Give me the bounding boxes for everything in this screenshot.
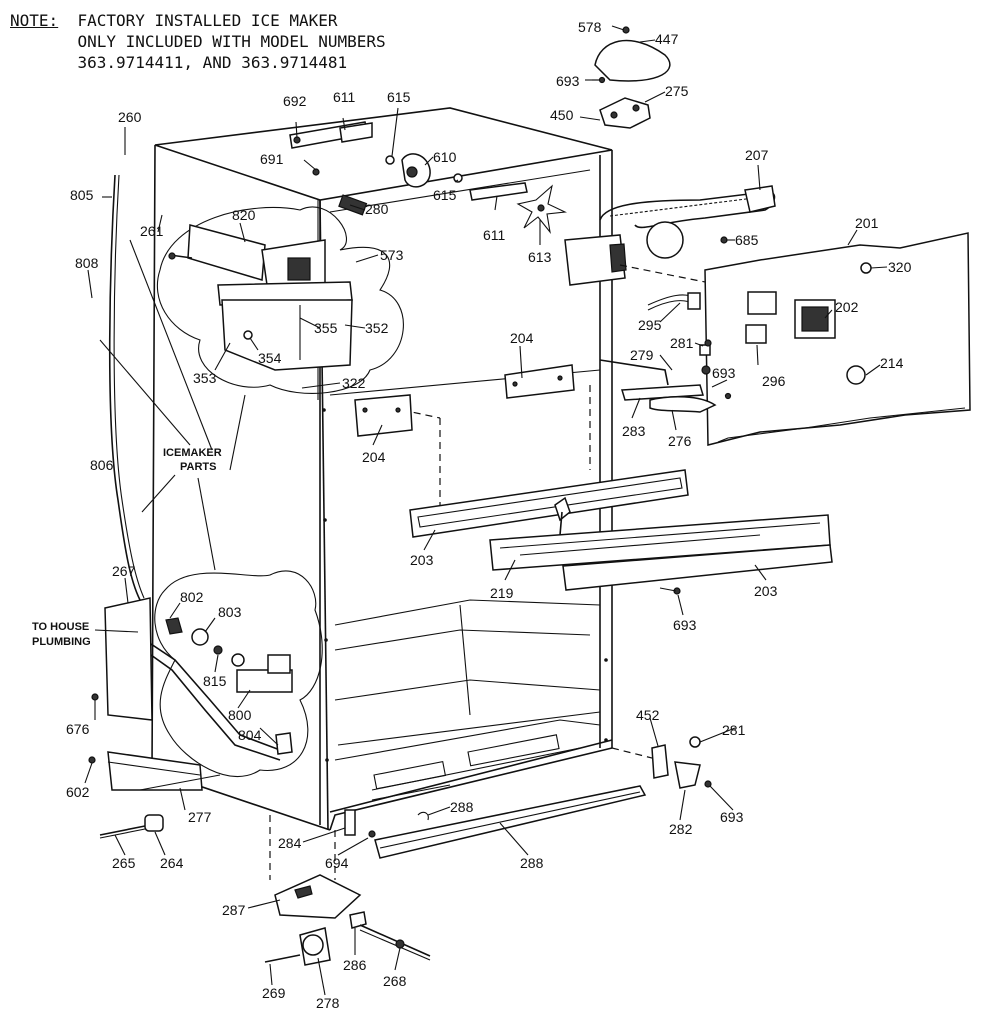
note-line-3: 363.9714411, AND 363.9714481: [77, 53, 348, 72]
label-295: 295: [638, 317, 662, 333]
shelf-frame-203: [409, 469, 833, 595]
label-286: 286: [343, 957, 367, 973]
label-279: 279: [630, 347, 654, 363]
label-805: 805: [70, 187, 94, 203]
ice-maker-assembly: [168, 224, 353, 371]
label-613: 613: [528, 249, 552, 265]
damper-control-parts: [599, 339, 732, 413]
label-615b: 615: [433, 187, 457, 203]
label-281a: 281: [670, 335, 694, 351]
label-219: 219: [490, 585, 514, 601]
note-line-1: FACTORY INSTALLED ICE MAKER: [77, 11, 338, 30]
label-265: 265: [112, 855, 136, 871]
label-281b: 281: [722, 722, 746, 738]
label-288a: 288: [450, 799, 474, 815]
label-264: 264: [160, 855, 184, 871]
note-line-2: ONLY INCLUDED WITH MODEL NUMBERS: [77, 32, 386, 51]
label-820: 820: [232, 207, 256, 223]
label-261: 261: [140, 223, 164, 239]
label-269: 269: [262, 985, 286, 1001]
caption-house-line1: TO HOUSE: [32, 621, 89, 633]
label-573: 573: [380, 247, 404, 263]
water-valve-assembly: [129, 617, 293, 761]
label-267: 267: [112, 563, 136, 579]
caption-icemaker-line1: ICEMAKER: [163, 447, 222, 459]
defrost-heater-assembly: [564, 185, 776, 286]
label-694: 694: [325, 855, 349, 871]
plumbing-bubble: [154, 570, 323, 777]
top-cover-parts: [585, 26, 671, 129]
label-800: 800: [228, 707, 252, 723]
label-353: 353: [193, 370, 217, 386]
label-578: 578: [578, 19, 602, 35]
label-692: 692: [283, 93, 307, 109]
label-802: 802: [180, 589, 204, 605]
label-260: 260: [118, 109, 142, 125]
label-322: 322: [342, 375, 366, 391]
label-602: 602: [66, 784, 90, 800]
label-203a: 203: [410, 552, 434, 568]
side-panel-267: [88, 597, 221, 791]
label-354: 354: [258, 350, 282, 366]
label-276: 276: [668, 433, 692, 449]
label-320: 320: [888, 259, 912, 275]
label-207: 207: [745, 147, 769, 163]
label-685: 685: [735, 232, 759, 248]
label-447: 447: [655, 31, 679, 47]
label-287: 287: [222, 902, 246, 918]
label-693c: 693: [673, 617, 697, 633]
caption-icemaker-line2: PARTS: [180, 461, 216, 473]
label-611a: 611: [333, 89, 356, 105]
caption-house-line2: PLUMBING: [32, 636, 91, 648]
label-615a: 615: [387, 89, 411, 105]
label-282: 282: [669, 821, 693, 837]
label-352: 352: [365, 320, 389, 336]
label-278: 278: [316, 995, 340, 1011]
label-284: 284: [278, 835, 302, 851]
label-693d: 693: [720, 809, 744, 825]
label-815: 815: [203, 673, 227, 689]
label-204a: 204: [510, 330, 534, 346]
label-275: 275: [665, 83, 689, 99]
label-277: 277: [188, 809, 212, 825]
label-296: 296: [762, 373, 786, 389]
part-number-labels: 578 447 693 275 450 692 611 615 691 610 …: [32, 19, 912, 1011]
label-355: 355: [314, 320, 338, 336]
label-611b: 611: [483, 227, 506, 243]
label-693a: 693: [556, 73, 580, 89]
control-panel-201: [647, 232, 971, 446]
label-268: 268: [383, 973, 407, 989]
top-rails-and-fan: [289, 121, 567, 234]
icemaker-bubble: [156, 206, 404, 394]
label-450: 450: [550, 107, 574, 123]
leader-lines: [84, 25, 888, 996]
label-288b: 288: [520, 855, 544, 871]
label-203b: 203: [754, 583, 778, 599]
label-676: 676: [66, 721, 90, 737]
label-804: 804: [238, 727, 262, 743]
leveling-parts: [99, 736, 712, 859]
label-803: 803: [218, 604, 242, 620]
note-label: NOTE:: [10, 11, 59, 30]
label-610: 610: [433, 149, 457, 165]
label-452: 452: [636, 707, 660, 723]
label-202: 202: [835, 299, 859, 315]
label-806: 806: [90, 457, 114, 473]
label-691: 691: [260, 151, 284, 167]
shelf-brackets-204: [354, 364, 575, 437]
label-201: 201: [855, 215, 879, 231]
water-tube: [108, 174, 145, 601]
label-280: 280: [365, 201, 389, 217]
bottom-hinge-roller: [264, 874, 431, 966]
label-693b: 693: [712, 365, 736, 381]
note-block: NOTE: FACTORY INSTALLED ICE MAKER ONLY I…: [10, 10, 386, 73]
label-283: 283: [622, 423, 646, 439]
label-808: 808: [75, 255, 99, 271]
label-214: 214: [880, 355, 904, 371]
label-204b: 204: [362, 449, 386, 465]
